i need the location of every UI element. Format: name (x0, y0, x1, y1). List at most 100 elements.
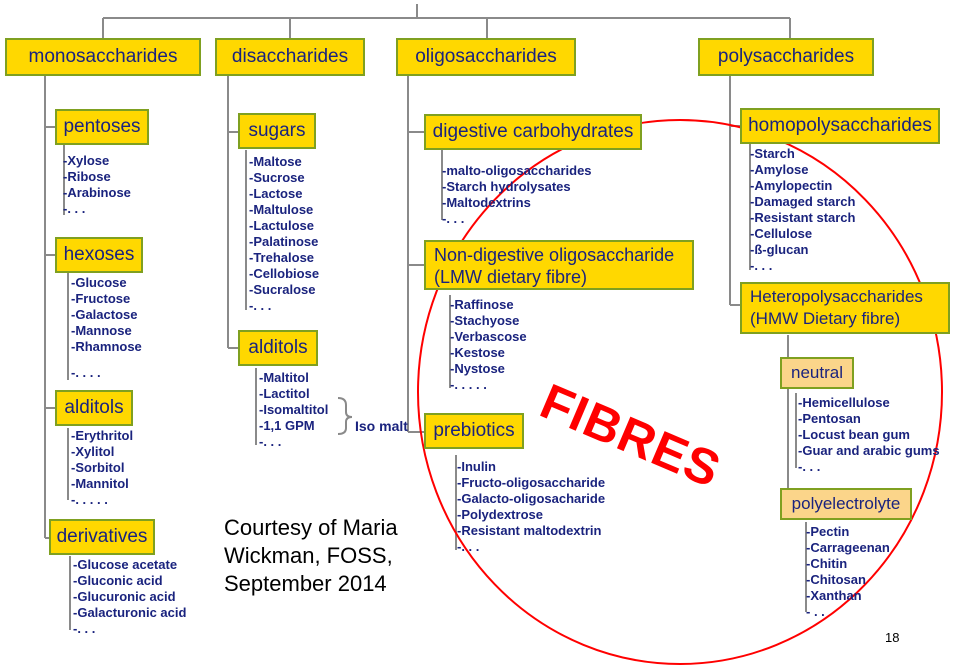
list-item: -Pentosan (798, 411, 861, 426)
list-item: -Galacto-oligosacharide (457, 491, 606, 506)
nondigestive-title-line1: Non-digestive oligosaccharide (434, 245, 675, 265)
list-item: -Guar and arabic gums (798, 443, 940, 458)
list-item: -Maltitol (259, 370, 309, 385)
list-item: -Cellobiose (249, 266, 320, 281)
list-item (71, 355, 142, 365)
list-item: -Chitosan (806, 572, 866, 587)
list-item: -Raffinose (450, 297, 514, 312)
homopolysaccharides-box: homopolysaccharides (740, 108, 940, 144)
courtesy-note: Courtesy of Maria Wickman, FOSS, Septemb… (224, 514, 398, 598)
list-item: -Isomaltitol (259, 402, 329, 417)
courtesy-line: Wickman, FOSS, (224, 543, 393, 568)
list-item: -Stachyose (450, 313, 520, 328)
neutral-box: neutral (780, 357, 854, 389)
list-item: -. . . (259, 434, 282, 449)
list-item: -Maltulose (249, 202, 314, 217)
list-item: -Lactulose (249, 218, 315, 233)
list-item: -Starch (750, 146, 795, 161)
list-item: -Sucralose (249, 282, 316, 297)
list-item: -Damaged starch (750, 194, 856, 209)
list-item: -Arabinose (63, 185, 131, 200)
list-item: -Hemicellulose (798, 395, 890, 410)
courtesy-line: September 2014 (224, 571, 387, 596)
list-item: -Glucuronic acid (73, 589, 176, 604)
list-item: -Inulin (457, 459, 496, 474)
digestive-carbohydrates-box: digestive carbohydrates (424, 114, 642, 150)
list-item: -Gluconic acid (73, 573, 163, 588)
list-item: -Carrageenan (806, 540, 890, 555)
list-item: -malto-oligosaccharides (442, 163, 592, 178)
pentoses-list: -Xylose -Ribose -Arabinose -. . . (63, 153, 131, 217)
list-item: -Galacturonic acid (73, 605, 187, 620)
polyelectrolyte-box: polyelectrolyte (780, 488, 912, 520)
hetero-title-line1: Heteropolysaccharides (750, 287, 923, 306)
list-item: -Resistant maltodextrin (457, 523, 602, 538)
list-item: -Locust bean gum (798, 427, 910, 442)
list-item: -Trehalose (249, 250, 315, 265)
hetero-title-line2: (HMW Dietary fibre) (750, 309, 901, 328)
list-item: -Lactitol (259, 386, 310, 401)
prebiotics-box: prebiotics (424, 413, 524, 449)
list-item: -Xylitol (71, 444, 115, 459)
list-item: -Mannose (71, 323, 132, 338)
list-item: -Sorbitol (71, 460, 125, 475)
category-polysaccharides: polysaccharides (698, 38, 874, 76)
list-item: -. . . (63, 201, 86, 216)
neutral-list: -Hemicellulose -Pentosan -Locust bean gu… (798, 395, 940, 475)
list-item: -Sucrose (249, 170, 305, 185)
hexoses-box: hexoses (55, 237, 143, 273)
courtesy-line: Courtesy of Maria (224, 515, 398, 540)
category-monosaccharides: monosaccharides (5, 38, 201, 76)
list-item: -Nystose (450, 361, 505, 376)
list-item: -. . . (73, 621, 96, 636)
list-item: -Maltose (249, 154, 302, 169)
nondigestive-title-line2: (LMW dietary fibre) (434, 267, 588, 287)
list-item: -Cellulose (750, 226, 813, 241)
list-item: -Amylopectin (750, 178, 833, 193)
list-item: -Xylose (63, 153, 110, 168)
digestive-list: -malto-oligosaccharides -Starch hydrolys… (442, 163, 592, 227)
list-item: -. . . (750, 258, 773, 273)
list-item: -Lactose (249, 186, 303, 201)
list-item: -Mannitol (71, 476, 129, 491)
iso-malt-label: Iso malt (355, 418, 408, 434)
list-item: -Glucose acetate (73, 557, 178, 572)
list-item: -Xanthan (806, 588, 862, 603)
derivatives-box: derivatives (49, 519, 155, 555)
list-item: -Fructo-oligosaccharide (457, 475, 606, 490)
di-alditols-box: alditols (238, 330, 318, 366)
list-item: -. . . . . (71, 492, 108, 507)
di-alditols-list: -Maltitol -Lactitol -Isomaltitol -1,1 GP… (259, 370, 328, 450)
list-item: -Kestose (450, 345, 505, 360)
category-oligosaccharides: oligosaccharides (396, 38, 576, 76)
sugars-box: sugars (238, 113, 316, 149)
prebiotics-list: -Inulin -Fructo-oligosaccharide -Galacto… (457, 459, 605, 555)
list-item: -Polydextrose (457, 507, 543, 522)
pentoses-box: pentoses (55, 109, 149, 145)
list-item: -Verbascose (450, 329, 527, 344)
list-item: -Amylose (750, 162, 809, 177)
category-disaccharides: disaccharides (215, 38, 365, 76)
list-item: -. . . . . (450, 377, 487, 392)
list-item: -Fructose (71, 291, 131, 306)
list-item: -Ribose (63, 169, 111, 184)
mono-alditols-box: alditols (55, 390, 133, 426)
list-item: -Starch hydrolysates (442, 179, 571, 194)
hexoses-list: -Glucose -Fructose -Galactose -Mannose -… (71, 275, 142, 381)
list-item: -Rhamnose (71, 339, 142, 354)
list-item: -. . . (457, 539, 480, 554)
sugars-list: -Maltose -Sucrose -Lactose -Maltulose -L… (249, 154, 319, 314)
page-number: 18 (885, 630, 900, 645)
list-item: -. . . (442, 211, 465, 226)
list-item: -Palatinose (249, 234, 319, 249)
nondigestive-list: -Raffinose -Stachyose -Verbascose -Kesto… (450, 297, 527, 393)
fibres-ellipse (417, 119, 943, 665)
list-item: -. . . . (71, 365, 101, 380)
list-item: -Glucose (71, 275, 127, 290)
list-item: -Pectin (806, 524, 850, 539)
nondigestive-box: Non-digestive oligosaccharide (LMW dieta… (424, 240, 694, 290)
heteropolysaccharides-box: Heteropolysaccharides (HMW Dietary fibre… (740, 282, 950, 334)
list-item: -Chitin (806, 556, 848, 571)
list-item: -. . . (798, 459, 821, 474)
list-item: -Maltodextrins (442, 195, 531, 210)
